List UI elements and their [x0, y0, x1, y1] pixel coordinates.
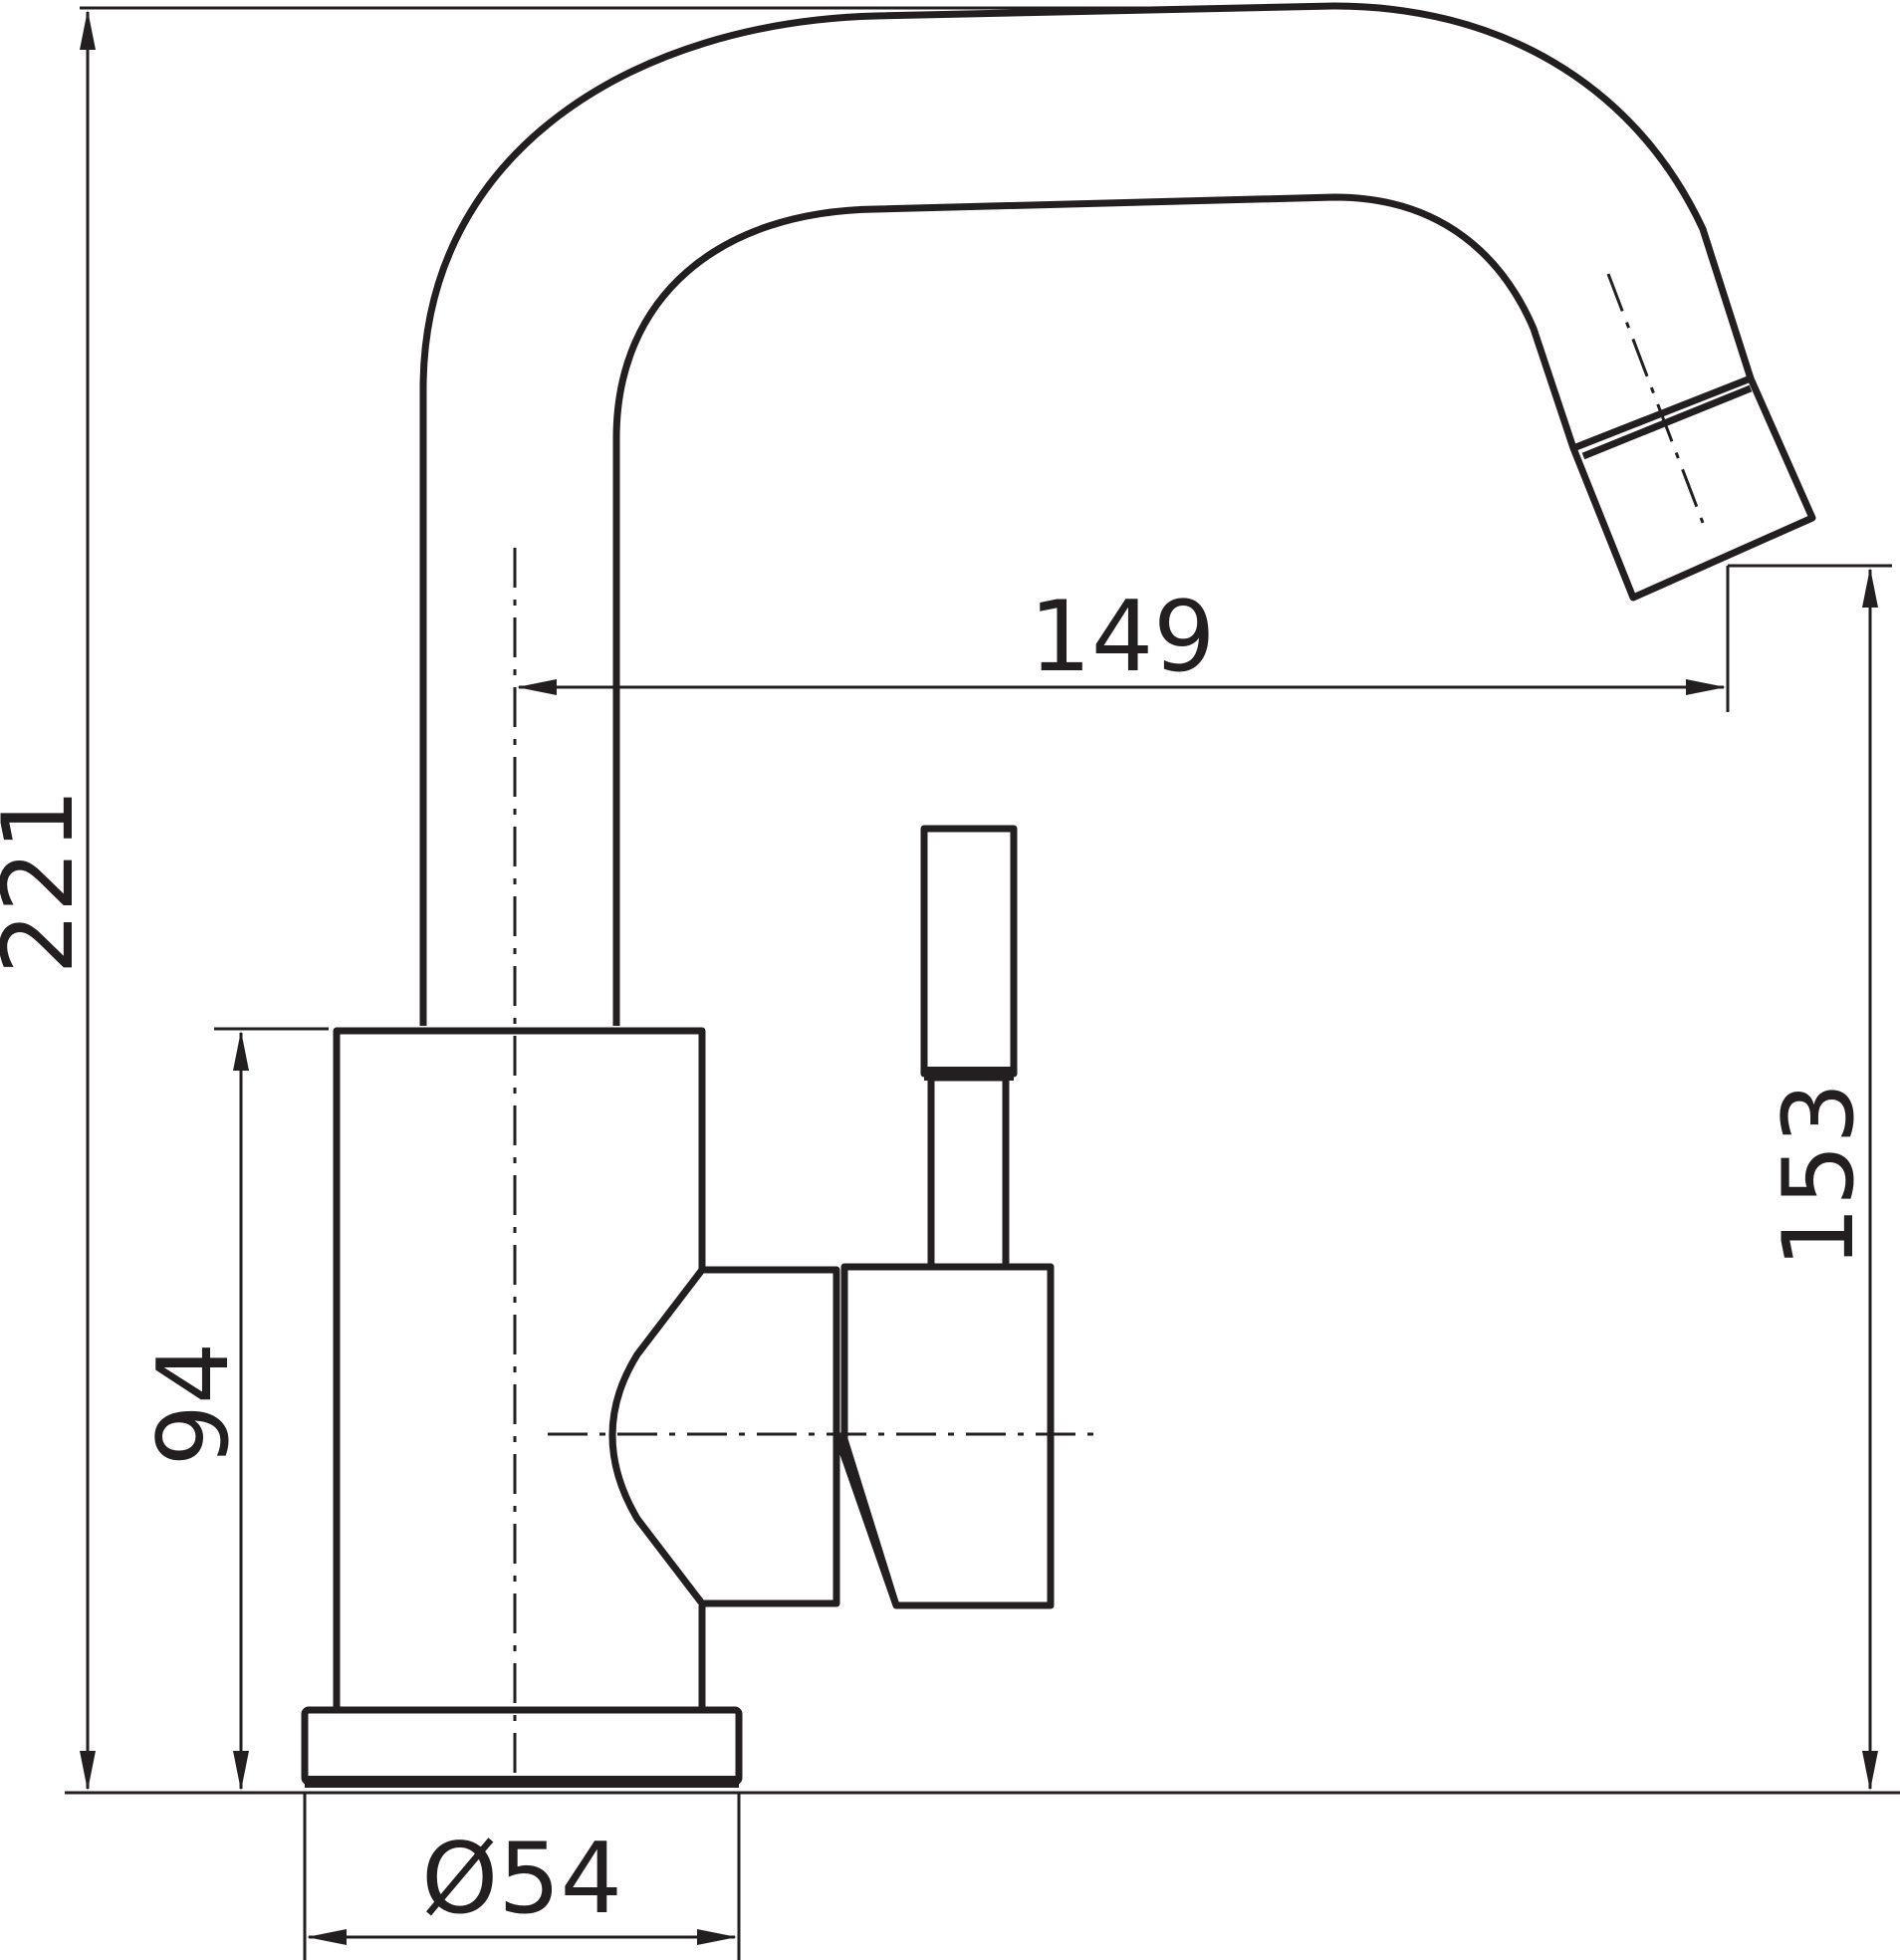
lever-stem — [927, 1074, 1010, 1271]
faucet-outline — [301, 2, 1816, 1788]
lever-block — [840, 1263, 1055, 1609]
label-spout-height: 153 — [1763, 1082, 1876, 1268]
spout-inner-edge — [612, 193, 1577, 1026]
aerator-centerline — [1606, 273, 1705, 524]
label-body-height: 94 — [137, 1343, 251, 1467]
base-plate — [301, 1706, 743, 1786]
dimension-lines — [65, 6, 1900, 1960]
handle-hub — [608, 1266, 840, 1607]
aerator-tip — [1569, 374, 1816, 602]
body-cylinder — [333, 1027, 706, 1708]
spout-outer-edge — [419, 2, 1755, 1026]
label-base-diameter: Ø54 — [421, 1823, 622, 1936]
lever-slant-edge — [832, 1432, 900, 1607]
dimension-labels: 221 94 153 149 Ø54 — [0, 581, 1876, 1936]
lever-cap — [920, 825, 1018, 1078]
aerator-ring — [1581, 384, 1753, 460]
label-spout-reach: 149 — [1029, 581, 1215, 694]
centerlines — [513, 273, 1705, 1783]
label-total-height: 221 — [0, 788, 96, 974]
